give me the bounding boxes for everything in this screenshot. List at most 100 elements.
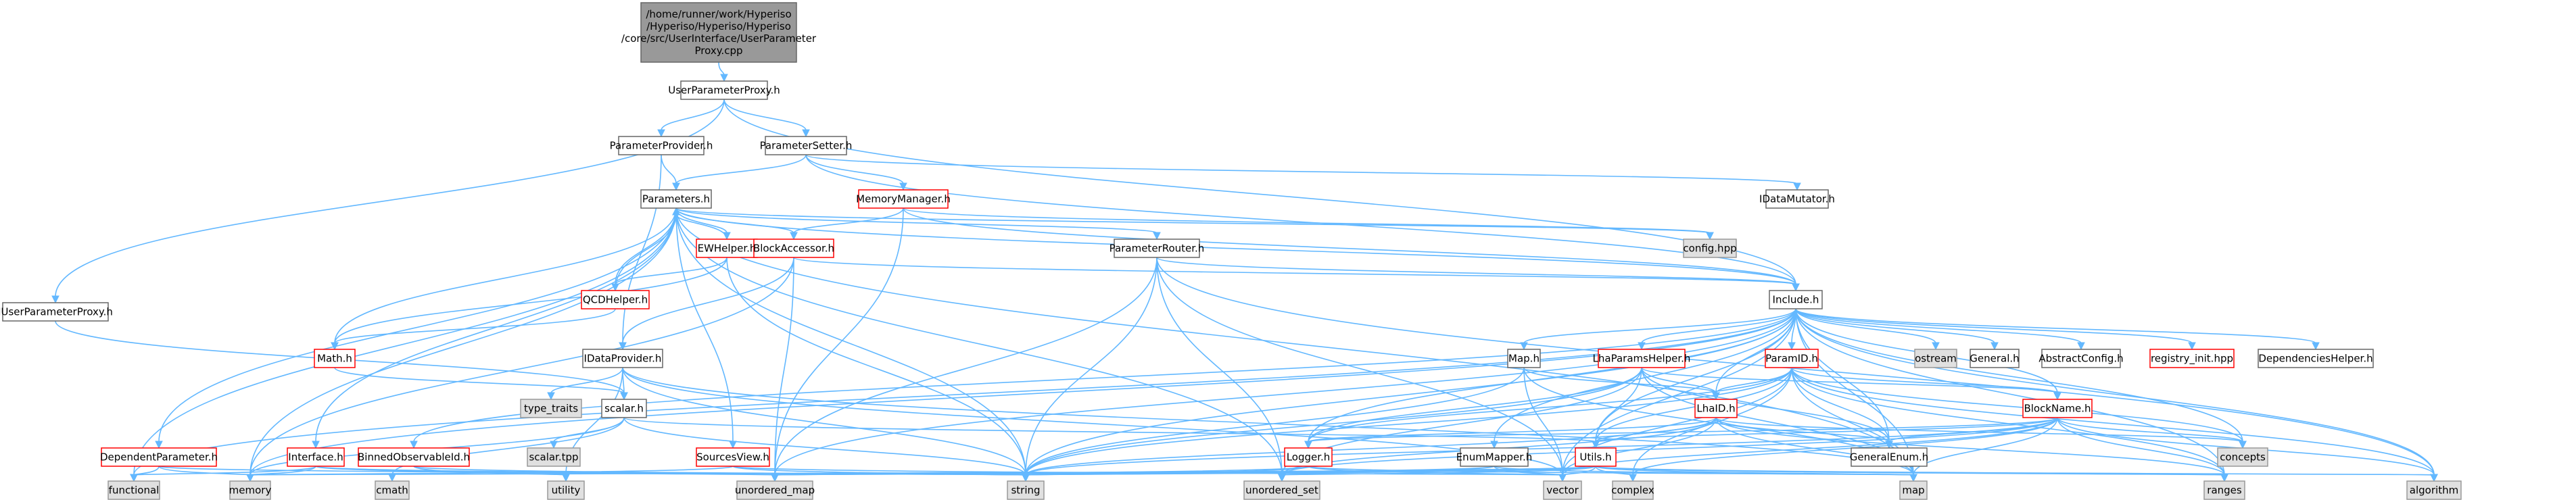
edge-include-to-binnedobs bbox=[413, 308, 1796, 443]
edge-params-to-depparam bbox=[158, 207, 677, 443]
arrowhead-utilsh-to-unorderedset bbox=[1278, 474, 1286, 482]
node-unorderedmap-box bbox=[736, 480, 813, 500]
node-reginit[interactable]: registry_init.hpp bbox=[2149, 349, 2235, 368]
edge-layer bbox=[51, 61, 2438, 482]
node-vector[interactable]: vector bbox=[1543, 480, 1582, 500]
node-unorderedset[interactable]: unordered_set bbox=[1243, 480, 1320, 500]
node-maph[interactable]: Map.h bbox=[1507, 349, 1541, 368]
node-confighpp-label: config.hpp bbox=[1683, 243, 1736, 255]
node-generalenum-box bbox=[1851, 447, 1928, 467]
node-qcdhelper[interactable]: QCDHelper.h bbox=[581, 290, 650, 309]
arrowhead-include-to-reginit bbox=[2188, 342, 2196, 351]
node-unorderedset-box bbox=[1243, 480, 1320, 500]
node-interfaceh-label: Interface.h bbox=[288, 451, 343, 464]
arrowhead-include-to-abscfg bbox=[2077, 342, 2085, 351]
node-ostream[interactable]: ostream bbox=[1914, 349, 1957, 368]
node-abscfg[interactable]: AbstractConfig.h bbox=[2038, 349, 2124, 368]
node-confighpp[interactable]: config.hpp bbox=[1683, 239, 1737, 258]
node-sourcesview-label: SourcesView.h bbox=[696, 451, 769, 464]
node-paramid-box bbox=[1765, 349, 1819, 368]
edge-lhaid-to-utilsh bbox=[1595, 417, 1717, 443]
node-cmath-label: cmath bbox=[376, 484, 408, 497]
edge-psetter-to-memmgr bbox=[805, 154, 904, 184]
node-ranges[interactable]: ranges bbox=[2203, 480, 2245, 500]
node-sourcesview[interactable]: SourcesView.h bbox=[696, 447, 770, 467]
node-interfaceh[interactable]: Interface.h bbox=[287, 447, 345, 467]
node-typetraits[interactable]: type_traits bbox=[520, 399, 582, 418]
node-scalarh[interactable]: scalar.h bbox=[601, 399, 647, 418]
edge-blockname-to-loggerh bbox=[1308, 417, 2058, 443]
arrowhead-include-to-maph bbox=[1520, 342, 1528, 351]
node-binnedobs-label: BinnedObservableId.h bbox=[358, 451, 470, 464]
edge-lhaid-to-generalenum bbox=[1715, 417, 1890, 443]
node-lhaparams-box bbox=[1598, 349, 1686, 368]
node-concepts[interactable]: concepts bbox=[2217, 447, 2268, 467]
node-include-label: Include.h bbox=[1773, 294, 1819, 306]
edge-blockacc-to-memory bbox=[249, 257, 794, 476]
node-cmath[interactable]: cmath bbox=[375, 480, 410, 500]
node-include[interactable]: Include.h bbox=[1769, 290, 1823, 309]
node-ewhelper[interactable]: EWHelper.h bbox=[696, 239, 758, 258]
edge-lhaid-to-string bbox=[1025, 417, 1717, 476]
node-utilsh-box bbox=[1575, 447, 1617, 467]
node-loggerh[interactable]: Logger.h bbox=[1284, 447, 1333, 467]
arrowhead-memmgr-to-confighpp bbox=[1706, 232, 1714, 241]
edge-memmgr-to-unorderedmap bbox=[774, 207, 904, 476]
node-depparam[interactable]: DependentParameter.h bbox=[100, 447, 218, 467]
node-iupproxy[interactable]: IUserParameterProxy.h bbox=[0, 302, 113, 322]
edge-blockname-to-string bbox=[1025, 417, 2058, 476]
node-paramid[interactable]: ParamID.h bbox=[1765, 349, 1819, 368]
node-root[interactable]: /home/runner/work/Hyperiso/Hyperiso/Hype… bbox=[621, 2, 817, 63]
node-params[interactable]: Parameters.h bbox=[640, 189, 712, 209]
node-upproxyh-label: UserParameterProxy.h bbox=[668, 84, 780, 97]
node-prouter[interactable]: ParameterRouter.h bbox=[1110, 239, 1205, 258]
node-memory[interactable]: memory bbox=[229, 480, 272, 500]
edge-upproxyh-to-psetter bbox=[723, 99, 807, 131]
node-algorithm[interactable]: algorithm bbox=[2406, 480, 2462, 500]
arrowhead-enummapper-to-map bbox=[1909, 474, 1917, 482]
node-blockacc[interactable]: BlockAccessor.h bbox=[753, 239, 834, 258]
arrowhead-utilsh-to-algorithm bbox=[2430, 474, 2438, 482]
edge-blockacc-to-idataprov bbox=[622, 257, 794, 344]
node-upproxyh[interactable]: UserParameterProxy.h bbox=[668, 80, 780, 100]
node-generalh-label: General.h bbox=[1970, 353, 2019, 365]
node-psetter[interactable]: ParameterSetter.h bbox=[760, 136, 853, 155]
node-functional[interactable]: functional bbox=[108, 480, 160, 500]
node-lhaid[interactable]: LhaID.h bbox=[1694, 399, 1738, 418]
edge-include-to-algorithm bbox=[1795, 308, 2435, 476]
arrowhead-qcdhelper-to-params bbox=[672, 207, 680, 216]
node-lhaparams[interactable]: LhaParamsHelper.h bbox=[1593, 349, 1691, 368]
node-upproxyh-box bbox=[680, 80, 768, 100]
node-lhaparams-label: LhaParamsHelper.h bbox=[1593, 353, 1691, 365]
edge-ewhelper-to-mathh bbox=[334, 257, 728, 344]
node-unorderedmap[interactable]: unordered_map bbox=[735, 480, 815, 500]
edge-paramid-to-blockname bbox=[1791, 367, 2058, 394]
node-pprov[interactable]: ParameterProvider.h bbox=[610, 136, 713, 155]
node-utilsh[interactable]: Utils.h bbox=[1575, 447, 1617, 467]
node-binnedobs[interactable]: BinnedObservableId.h bbox=[358, 447, 470, 467]
node-generalh[interactable]: General.h bbox=[1970, 349, 2020, 368]
node-memmgr[interactable]: MemoryManager.h bbox=[856, 189, 951, 209]
node-idataprov[interactable]: IDataProvider.h bbox=[582, 349, 663, 368]
node-enummapper[interactable]: EnumMapper.h bbox=[1456, 447, 1533, 467]
node-idatamut[interactable]: IDataMutator.h bbox=[1759, 189, 1835, 209]
node-algorithm-label: algorithm bbox=[2410, 484, 2458, 497]
node-scalartpp[interactable]: scalar.tpp bbox=[527, 447, 581, 467]
arrowhead-blockacc-to-idataprov bbox=[619, 342, 627, 351]
node-complex[interactable]: complex bbox=[1611, 480, 1654, 500]
node-depparam-box bbox=[101, 447, 217, 467]
node-string[interactable]: string bbox=[1007, 480, 1045, 500]
node-mathh[interactable]: Math.h bbox=[314, 349, 356, 368]
node-scalartpp-box bbox=[527, 447, 581, 467]
node-blockname[interactable]: BlockName.h bbox=[2022, 399, 2093, 418]
arrowhead-params-to-sourcesview bbox=[729, 441, 737, 449]
node-generalenum[interactable]: GeneralEnum.h bbox=[1850, 447, 1929, 467]
edge-scalarh-to-utilsh bbox=[623, 417, 1596, 443]
node-map[interactable]: map bbox=[1899, 480, 1928, 500]
node-vector-label: vector bbox=[1546, 484, 1579, 497]
node-abscfg-box bbox=[2041, 349, 2121, 368]
node-reginit-label: registry_init.hpp bbox=[2151, 353, 2233, 366]
edge-paramid-to-algorithm bbox=[1791, 367, 2435, 476]
node-dephelper[interactable]: DependenciesHelper.h bbox=[2258, 349, 2374, 368]
node-utility[interactable]: utility bbox=[547, 480, 585, 500]
